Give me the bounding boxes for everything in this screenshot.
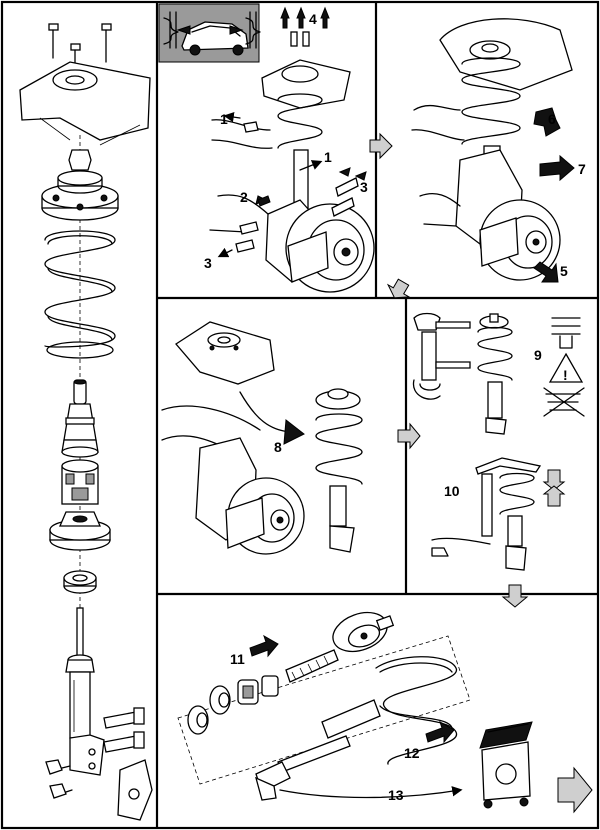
dust-boot <box>61 403 99 458</box>
panel-spring-compressor: ! 9 10 <box>412 312 585 608</box>
step-label-5: 5 <box>560 263 568 279</box>
step-label-12: 12 <box>404 745 420 761</box>
step-label-7: 7 <box>578 161 586 177</box>
lower-bolts <box>45 707 145 799</box>
coil-spring <box>44 230 116 359</box>
panel-strut-separation: 6 7 5 <box>386 18 586 299</box>
car-inset <box>158 3 261 63</box>
step-label-10: 10 <box>444 483 460 499</box>
shock-absorber <box>65 607 105 776</box>
strut-tower-panel <box>19 61 151 146</box>
bearing-cage <box>61 459 99 505</box>
top-nut <box>68 149 92 171</box>
recycle-bin-icon <box>479 721 533 809</box>
no-compress-icon <box>543 387 585 417</box>
step-label-4: 4 <box>309 11 317 27</box>
strut-assembly-installed <box>209 31 375 293</box>
panel-strut-removal: 8 <box>161 321 421 555</box>
spring-compressor <box>412 312 471 400</box>
step-label-1a: 1 <box>220 111 228 127</box>
panel-disassembly: 11 12 13 <box>177 611 593 814</box>
removed-shock <box>255 699 381 801</box>
top-mount <box>41 170 119 221</box>
svg-text:!: ! <box>563 367 568 383</box>
removed-spring <box>375 656 457 765</box>
compressed-strut <box>431 457 566 571</box>
next-page-arrow-icon <box>557 766 593 814</box>
step-label-11: 11 <box>230 651 245 667</box>
step-label-3b: 3 <box>204 255 212 271</box>
knuckle-fragment <box>117 759 153 821</box>
top-mount-flange <box>332 611 395 653</box>
loose-parts <box>187 649 339 735</box>
spring-icon <box>551 317 581 349</box>
step-label-13: 13 <box>388 787 404 803</box>
exploded-strut-view <box>19 23 153 821</box>
step-label-3a: 3 <box>360 179 368 195</box>
step-label-9: 9 <box>534 347 542 363</box>
strut-bearing <box>63 570 97 594</box>
step-label-1b: 1 <box>324 149 332 165</box>
step-label-2: 2 <box>240 189 248 205</box>
step-label-6: 6 <box>548 111 556 127</box>
strut-in-compressor <box>477 313 513 435</box>
bump-stop <box>73 379 87 405</box>
spring-seat <box>49 511 111 551</box>
warning-icon: ! <box>548 352 584 383</box>
step-label-8: 8 <box>274 439 282 455</box>
panel-removal-overview: 1 1 2 3 3 4 <box>158 3 393 293</box>
